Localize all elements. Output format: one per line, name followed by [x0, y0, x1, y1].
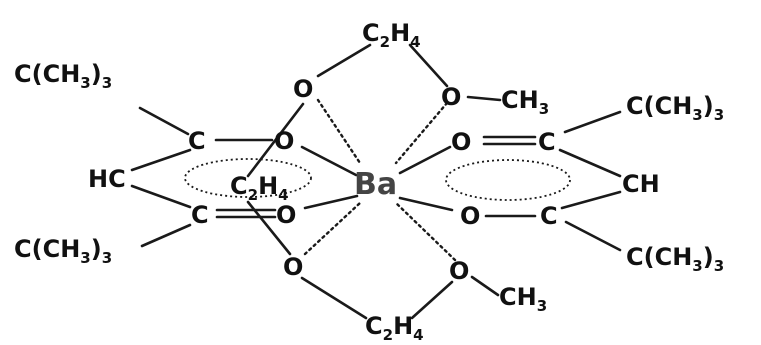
atom-o-top-left: O	[293, 75, 313, 103]
atom-o-right-lower: O	[460, 202, 480, 230]
bond-obl-c2h4bot	[300, 276, 368, 320]
bond-c-tbu-lower-left	[140, 223, 192, 248]
bond-ch-c-lower-right	[560, 190, 622, 210]
atom-c-left-lower: C	[191, 201, 209, 229]
bond-o-ba-lower-left	[303, 194, 359, 210]
atom-c-right-lower: C	[540, 202, 558, 230]
atom-labels: C2H4 C(CH3)3 O O CH3 C(CH3)3 C O O C HC …	[14, 19, 724, 344]
bond-ba-o-lower-right	[398, 196, 454, 212]
bond-c-tbu-lower-right	[564, 220, 622, 252]
bond-otr-ch3	[466, 95, 502, 102]
coord-obl-ba	[303, 201, 362, 256]
group-ch-right: CH	[622, 170, 660, 198]
atom-o-right-upper: O	[451, 128, 471, 156]
coordination-bonds	[303, 98, 457, 262]
atom-o-top-right: O	[441, 83, 461, 111]
bond-tbu-c-upper-left	[138, 106, 190, 136]
group-ch3-top: CH3	[501, 86, 549, 118]
right-ring-delocalization	[445, 159, 571, 201]
bond-c-tbu-upper-right	[563, 110, 622, 134]
bond-c-ch-upper-right	[558, 148, 622, 178]
bond-o-ba-upper-left	[300, 145, 358, 177]
group-hc-left: HC	[88, 165, 126, 193]
atom-o-left-upper: O	[274, 127, 294, 155]
atom-c-left-upper: C	[188, 127, 206, 155]
bond-obr-ch3	[470, 275, 500, 297]
bond-hc-c-upper-left	[130, 148, 192, 172]
group-tbu-bottom-left: C(CH3)3	[14, 235, 112, 267]
atom-o-bottom-left: O	[283, 253, 303, 281]
bond-otl-c2h4mid	[246, 102, 305, 178]
bond-c2h4bot-obr	[410, 280, 454, 320]
group-ch3-bottom: CH3	[499, 283, 547, 315]
group-tbu-bottom-right: C(CH3)3	[626, 243, 724, 275]
bond-c2h4top-otr	[408, 43, 449, 88]
group-c2h4-middle: C2H4	[230, 172, 289, 204]
group-c2h4-bottom: C2H4	[365, 312, 424, 344]
group-tbu-top-right: C(CH3)3	[626, 92, 724, 124]
atom-o-bottom-right: O	[449, 257, 469, 285]
coord-otl-ba	[316, 98, 362, 165]
bond-ba-o-upper-right	[398, 145, 452, 175]
group-tbu-top-left: C(CH3)3	[14, 60, 112, 92]
atom-c-right-upper: C	[538, 128, 556, 156]
bonds	[130, 43, 622, 320]
coord-otr-ba	[394, 101, 449, 165]
atom-o-left-lower: O	[276, 201, 296, 229]
bond-c2h4top-otl	[316, 43, 372, 78]
atom-ba-center: Ba	[354, 167, 397, 202]
left-ring-delocalization	[184, 158, 312, 198]
group-c2h4-top: C2H4	[362, 19, 421, 51]
bond-hc-c-lower-left	[130, 184, 192, 209]
coord-obr-ba	[394, 201, 457, 262]
